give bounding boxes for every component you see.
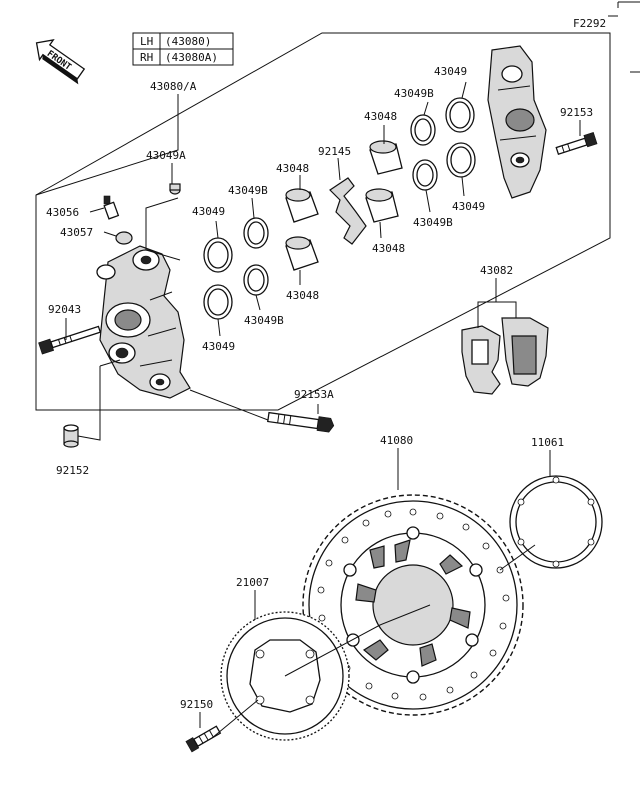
side-table-code-rh: (43080A) — [165, 51, 218, 64]
label-bleeder-cap: 43049A — [146, 149, 186, 162]
label-piston-1: 43048 — [276, 162, 309, 175]
collar — [63, 424, 79, 448]
label-seal-a-2: 43049 — [202, 340, 235, 353]
label-seal-b-3: 43049B — [394, 87, 434, 100]
leader-lines — [35, 81, 581, 739]
label-bolt-caliper: 92043 — [48, 303, 81, 316]
label-piston-3: 43048 — [364, 110, 397, 123]
bleeder-cap — [169, 183, 181, 195]
label-sensor-rotor: 21007 — [236, 576, 269, 589]
label-rotor-bolt: 92150 — [180, 698, 213, 711]
left-caliper-body — [96, 245, 191, 399]
pad-spring — [329, 177, 367, 245]
label-seal-b-1: 43049B — [228, 184, 268, 197]
pistons — [285, 140, 403, 271]
label-piston-4: 43048 — [372, 242, 405, 255]
brake-disc — [302, 494, 524, 716]
side-table-code-lh: (43080) — [165, 35, 211, 48]
label-collar: 92152 — [56, 464, 89, 477]
label-disc: 41080 — [380, 434, 413, 447]
label-seal-b-2: 43049B — [244, 314, 284, 327]
right-caliper-body — [487, 45, 547, 199]
diagram-code: F2292 — [573, 17, 606, 30]
label-spring: 92145 — [318, 145, 351, 158]
disc-rivets — [343, 526, 483, 684]
disc-holes — [317, 508, 510, 701]
seal-rings — [203, 97, 476, 320]
label-seal-a-4: 43049 — [452, 200, 485, 213]
label-seal-a-3: 43049 — [434, 65, 467, 78]
rotor-bolt — [185, 725, 222, 753]
label-piston-2: 43048 — [286, 289, 319, 302]
callout-labels: 43080/A 43049A 43056 43057 92043 92152 9… — [46, 65, 593, 711]
brake-pad-set — [461, 317, 549, 395]
side-table-row-rh: RH — [140, 51, 153, 64]
label-bleeder-boot: 43057 — [60, 226, 93, 239]
label-bleeder-valve: 43056 — [46, 206, 79, 219]
label-caliper-assy: 43080/A — [150, 80, 197, 93]
bleeder-valve — [103, 195, 120, 220]
disc-spacer — [509, 475, 603, 569]
side-table-row-lh: LH — [140, 35, 153, 48]
label-bolt-long: 92153A — [294, 388, 334, 401]
disc-carrier-windows — [355, 539, 471, 667]
label-pad-set: 43082 — [480, 264, 513, 277]
label-bolt-right: 92153 — [560, 106, 593, 119]
long-bolt — [267, 411, 335, 433]
label-seal-a-1: 43049 — [192, 205, 225, 218]
caliper-assembly-boundary — [35, 32, 611, 411]
label-seal-b-4: 43049B — [413, 216, 453, 229]
front-arrow-icon: FRONT — [35, 39, 86, 85]
caliper-bolt-right — [555, 131, 598, 156]
label-disc-spacer: 11061 — [531, 436, 564, 449]
bleeder-boot — [115, 231, 133, 245]
side-table: LH (43080) RH (43080A) — [132, 32, 234, 66]
frame-corner-marks — [608, 1, 640, 73]
caliper-bolt-left — [38, 325, 102, 355]
